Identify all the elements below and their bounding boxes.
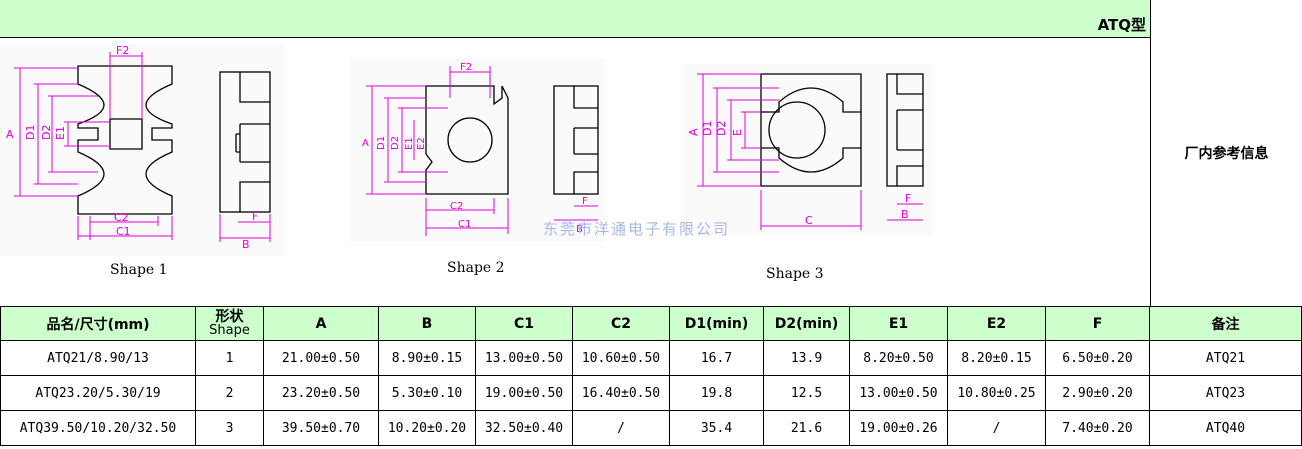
cell-b: 8.90±0.15: [378, 340, 476, 376]
cell-f: 7.40±0.20: [1045, 410, 1150, 446]
dim-f2: F2: [460, 62, 472, 73]
cell-remark: ATQ21: [1149, 340, 1302, 376]
header-f: F: [1045, 306, 1150, 341]
cell-e1: 8.20±0.50: [849, 340, 948, 376]
shape-2-label: Shape 2: [447, 260, 505, 276]
dim-a: A: [6, 128, 14, 141]
dim-c1: C1: [116, 225, 131, 238]
dim-f: F: [905, 192, 911, 205]
cell-b: 5.30±0.10: [378, 375, 476, 411]
cell-d1: 35.4: [669, 410, 764, 446]
header-d2: D2(min): [763, 306, 850, 341]
shape-1-label: Shape 1: [110, 262, 168, 278]
cell-name: ATQ39.50/10.20/32.50: [0, 410, 196, 446]
dim-b: B: [576, 224, 583, 235]
dim-d2: D2: [40, 125, 53, 140]
header-a: A: [263, 306, 379, 341]
side-panel: 厂内参考信息: [1150, 0, 1302, 306]
cell-name: ATQ23.20/5.30/19: [0, 375, 196, 411]
cell-c1: 13.00±0.50: [475, 340, 573, 376]
header-e2: E2: [947, 306, 1046, 341]
cell-c2: /: [572, 410, 670, 446]
table-row: ATQ21/8.90/13 1 21.00±0.50 8.90±0.15 13.…: [0, 340, 1302, 376]
cell-e2: 8.20±0.15: [947, 340, 1046, 376]
cell-f: 6.50±0.20: [1045, 340, 1150, 376]
cell-shape: 3: [195, 410, 264, 446]
dim-f2: F2: [116, 44, 129, 57]
cell-e2: 10.80±0.25: [947, 375, 1046, 411]
header-name: 品名/尺寸(mm): [0, 306, 196, 341]
dim-d1: D1: [701, 121, 714, 136]
header-c2: C2: [572, 306, 670, 341]
cell-f: 2.90±0.20: [1045, 375, 1150, 411]
cell-e1: 19.00±0.26: [849, 410, 948, 446]
cell-a: 39.50±0.70: [263, 410, 379, 446]
cell-c2: 16.40±0.50: [572, 375, 670, 411]
cell-c2: 10.60±0.50: [572, 340, 670, 376]
cell-e1: 13.00±0.50: [849, 375, 948, 411]
dim-d2: D2: [715, 121, 728, 136]
spec-table: 品名/尺寸(mm) 形状 Shape A B C1 C2 D1(min) D2(…: [0, 306, 1302, 446]
cell-shape: 2: [195, 375, 264, 411]
dim-e: E: [731, 129, 744, 136]
dim-d2: D2: [390, 136, 401, 150]
cell-d2: 12.5: [763, 375, 850, 411]
cell-a: 21.00±0.50: [263, 340, 379, 376]
watermark: 东莞市洋通电子有限公司: [543, 220, 731, 238]
dim-e1: E1: [54, 126, 67, 140]
dim-e2: E2: [416, 137, 427, 150]
cell-name: ATQ21/8.90/13: [0, 340, 196, 376]
page-title: ATQ型: [1097, 16, 1146, 34]
dim-c1: C1: [458, 219, 471, 230]
side-info-label: 厂内参考信息: [1184, 146, 1269, 162]
dim-b: B: [901, 208, 909, 221]
cell-remark: ATQ23: [1149, 375, 1302, 411]
dim-c2: C2: [114, 211, 129, 224]
cell-c1: 19.00±0.50: [475, 375, 573, 411]
cell-d2: 21.6: [763, 410, 850, 446]
dim-d1: D1: [24, 125, 37, 140]
header-remark: 备注: [1149, 306, 1302, 341]
shape-3-drawing: A D1 D2 E C F B: [683, 64, 933, 236]
header-d1: D1(min): [669, 306, 764, 341]
header-shape-cn: 形状: [215, 308, 244, 325]
shape-1-drawing: A D1 D2 E1 F2 C2 C1 F B: [0, 44, 285, 256]
dim-f: F: [252, 210, 258, 223]
cell-c1: 32.50±0.40: [475, 410, 573, 446]
table-header-row: 品名/尺寸(mm) 形状 Shape A B C1 C2 D1(min) D2(…: [0, 306, 1302, 341]
cell-d2: 13.9: [763, 340, 850, 376]
cell-remark: ATQ40: [1149, 410, 1302, 446]
dim-f: F: [582, 196, 588, 207]
header-e1: E1: [849, 306, 948, 341]
shape-2-drawing: A D1 D2 E1 E2 F2 C2 C1 F B: [350, 58, 605, 242]
header-shape: 形状 Shape: [195, 306, 264, 341]
shape-3-label: Shape 3: [766, 266, 824, 282]
dim-d1: D1: [376, 136, 387, 150]
table-row: ATQ39.50/10.20/32.50 3 39.50±0.70 10.20±…: [0, 410, 1302, 446]
dim-c: C: [805, 214, 813, 227]
header-b: B: [378, 306, 476, 341]
dim-c2: C2: [450, 201, 463, 212]
header-shape-en: Shape: [209, 322, 250, 338]
header-c1: C1: [475, 306, 573, 341]
cell-b: 10.20±0.20: [378, 410, 476, 446]
dim-e1: E1: [404, 137, 415, 150]
dim-b: B: [242, 238, 250, 251]
table-row: ATQ23.20/5.30/19 2 23.20±0.50 5.30±0.10 …: [0, 375, 1302, 411]
dim-a: A: [362, 138, 369, 149]
cell-a: 23.20±0.50: [263, 375, 379, 411]
cell-d1: 19.8: [669, 375, 764, 411]
cell-shape: 1: [195, 340, 264, 376]
title-bar: ATQ型: [0, 0, 1150, 38]
cell-d1: 16.7: [669, 340, 764, 376]
dim-a: A: [687, 128, 700, 136]
cell-e2: /: [947, 410, 1046, 446]
